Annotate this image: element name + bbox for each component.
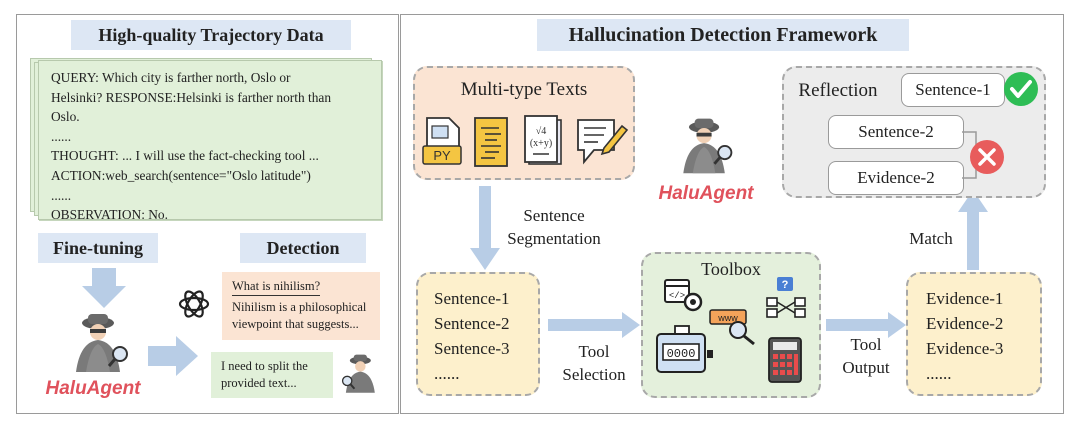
reflection-sentence-1: Sentence-1: [901, 73, 1005, 107]
bubble-reply-2: provided text...: [221, 376, 297, 390]
tool-selection-label: Tool Selection: [548, 340, 640, 386]
multitype-texts-title: Multi-type Texts: [460, 79, 588, 100]
tool-selection-label-1: Tool: [578, 342, 610, 361]
traj-query-3: Oslo.: [51, 109, 80, 125]
bubble-question: What is nihilism?: [232, 278, 321, 296]
detective-agent-center-icon: [683, 118, 733, 174]
svg-text:0000: 0000: [667, 347, 696, 361]
sentence-ellipsis: ......: [434, 364, 460, 383]
bubble-answer-1: Nihilism is a philosophical: [232, 300, 367, 314]
traj-query: QUERY: Which city is farther north, Oslo…: [51, 70, 291, 85]
agent-reply-bubble: I need to split the provided text...: [211, 352, 333, 398]
reflection-evidence-2: Evidence-2: [828, 161, 964, 195]
reflection-sentence-2: Sentence-2: [828, 115, 964, 149]
agent-name-center: HaluAgent: [658, 183, 754, 204]
evidence-ellipsis: ......: [926, 364, 952, 383]
sentences-box: Sentence-1 Sentence-2 Sentence-3 ......: [416, 272, 540, 396]
tool-output-label-1: Tool: [850, 335, 882, 354]
tool-selection-arrow: [548, 312, 640, 338]
detection-label: Detection: [240, 233, 366, 263]
network-question-icon: ?: [766, 277, 806, 318]
match-label: Match: [909, 229, 953, 248]
traj-action: ACTION:web_search(sentence="Oslo latitud…: [51, 167, 311, 183]
svg-text:?: ?: [782, 279, 789, 291]
detective-small-icon: [341, 354, 375, 393]
code-gear-icon: </>: [664, 279, 703, 312]
sentence-2: Sentence-2: [434, 314, 510, 333]
tool-output-arrow: [826, 312, 906, 338]
writing-note-icon: [577, 119, 629, 165]
left-panel-header: High-quality Trajectory Data: [71, 20, 351, 50]
traj-query-2: Helsinki? RESPONSE:Helsinki is farther n…: [51, 89, 332, 105]
math-document-icon: √4 (x+y): [524, 115, 562, 165]
traj-ellipsis-2: ......: [51, 187, 72, 203]
bubble-answer-2: viewpoint that suggests...: [232, 317, 359, 331]
evidence-1: Evidence-1: [926, 289, 1004, 308]
evidences-box: Evidence-1 Evidence-2 Evidence-3 ......: [906, 272, 1042, 396]
traj-ellipsis-1: ......: [51, 128, 72, 144]
code-document-icon: [474, 117, 508, 167]
segmentation-label-2: Segmentation: [507, 229, 601, 248]
bubble-reply-1: I need to split the: [221, 359, 308, 373]
traj-thought: THOUGHT: ... I will use the fact-checkin…: [51, 148, 319, 164]
svg-text:</>: </>: [669, 291, 685, 301]
traj-observation: OBSERVATION: No.: [51, 207, 168, 223]
check-icon: [1004, 72, 1038, 106]
evidence-3: Evidence-3: [926, 339, 1004, 358]
question-bubble: What is nihilism? Nihilism is a philosop…: [222, 272, 380, 340]
chatbot-logo-icon: [178, 290, 210, 318]
detection-arrow: [148, 336, 198, 376]
toolbox-title: Toolbox: [701, 259, 761, 279]
reflection-title: Reflection: [798, 80, 878, 101]
calculator-icon: [768, 337, 802, 383]
agent-name-left: HaluAgent: [45, 378, 141, 399]
sentence-1: Sentence-1: [434, 289, 510, 308]
svg-text:√4: √4: [536, 126, 547, 137]
cross-icon: [970, 140, 1004, 174]
tool-selection-label-2: Selection: [562, 365, 626, 384]
web-search-icon: www: [709, 309, 755, 346]
finetune-label: Fine-tuning: [38, 233, 158, 263]
match-arrow: [958, 190, 988, 270]
evidence-2: Evidence-2: [926, 314, 1004, 333]
svg-text:www: www: [717, 313, 738, 323]
trajectory-card: QUERY: Which city is farther north, Oslo…: [38, 60, 382, 222]
sentence-3: Sentence-3: [434, 339, 510, 358]
right-panel-header: Hallucination Detection Framework: [537, 19, 909, 51]
counter-icon: 0000: [656, 325, 713, 373]
py-label: PY: [433, 148, 451, 163]
svg-text:(x+y): (x+y): [530, 138, 552, 149]
python-file-icon: PY: [422, 117, 462, 165]
tool-output-label-2: Output: [842, 358, 890, 377]
segmentation-label: Sentence Segmentation: [494, 204, 614, 250]
tool-output-label: Tool Output: [824, 333, 908, 379]
segmentation-arrow: [470, 186, 500, 270]
detective-agent-icon: [76, 314, 128, 372]
segmentation-label-1: Sentence: [523, 206, 585, 225]
finetune-arrow: [82, 268, 126, 308]
